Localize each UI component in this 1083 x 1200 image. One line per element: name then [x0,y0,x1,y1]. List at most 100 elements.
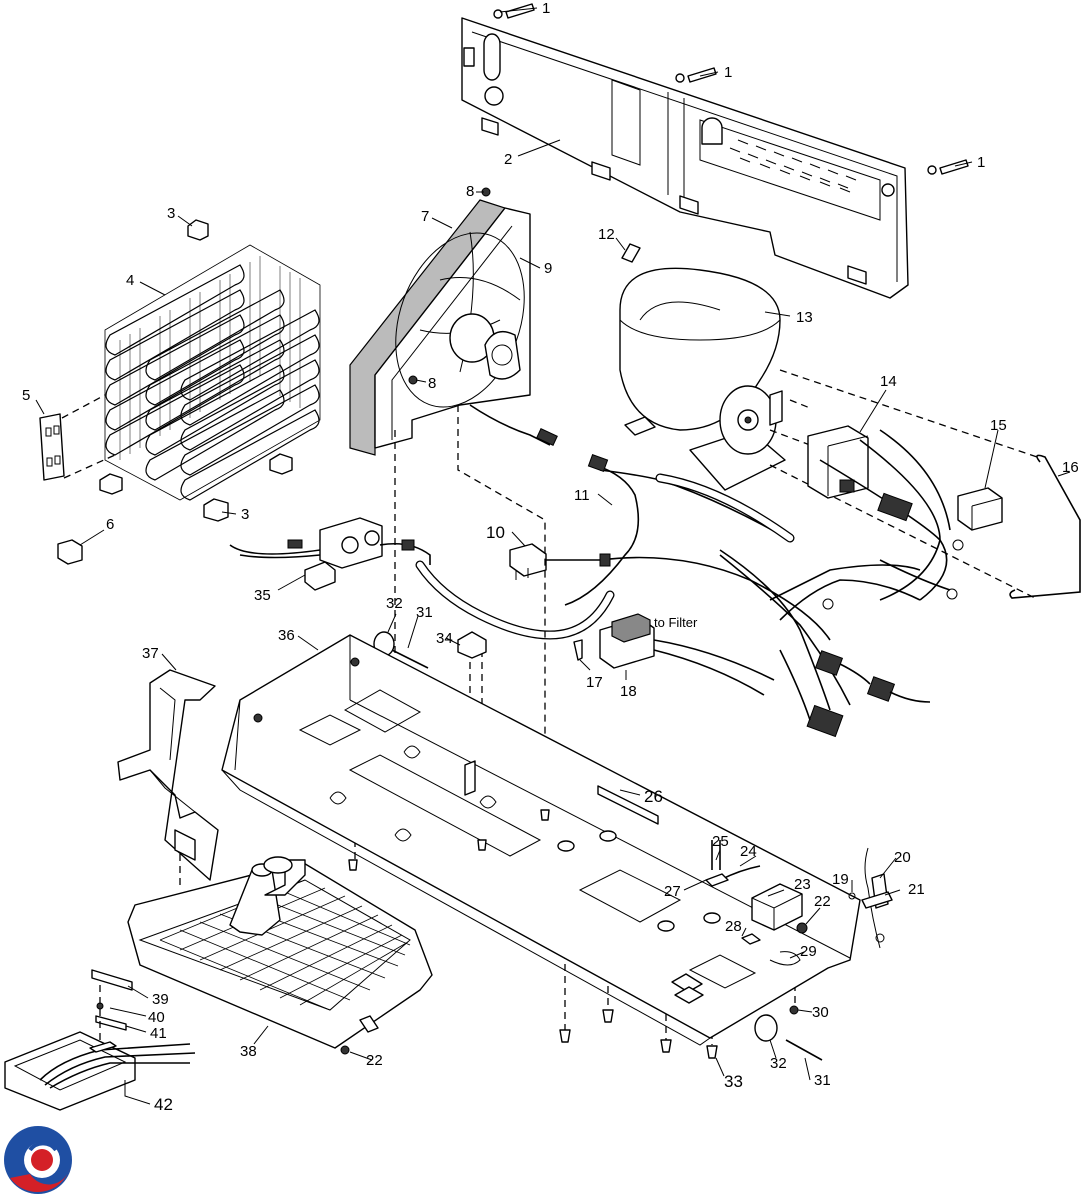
clip-5 [39,394,116,481]
power-cord-10 [509,543,611,580]
thermistor-19-20-21 [848,847,893,949]
callout-16: 16 [1062,459,1079,476]
callout-8: 8 [466,183,474,200]
drain-pan-38 [127,856,433,1049]
callout-7: 7 [421,208,429,225]
callout-40: 40 [148,1009,165,1026]
bracket-3b [203,498,229,522]
filter-module-18 [599,613,775,696]
callout-12: 12 [598,226,615,243]
callout-3: 3 [241,506,249,523]
bumper-6 [57,539,83,565]
bracket-3d [269,453,293,475]
callout-22: 22 [814,893,831,910]
callout-29: 29 [800,943,817,960]
screw-1a [493,3,535,19]
callout-20: 20 [894,849,911,866]
screw-30 [789,1005,799,1015]
base-pan-36 [221,634,861,1046]
terminal-box-42 [4,1031,196,1111]
callout-34: 34 [436,630,453,647]
callout-37: 37 [142,645,159,662]
guide-line [789,399,811,409]
callout-2: 2 [504,151,512,168]
to-filter-note: to Filter [654,615,698,630]
screw-8b [408,375,418,385]
fan-shroud [349,199,531,456]
clip-28 [741,933,761,945]
callout-35: 35 [254,587,271,604]
screw-1c [927,159,969,175]
drain-duct-37 [117,669,219,881]
overload-15 [957,487,1003,531]
compressor [619,267,786,491]
bracket-34 [457,631,487,659]
clip-12 [621,243,641,263]
callout-26: 26 [644,787,663,806]
guide-line [779,369,1041,459]
callout-36: 36 [278,627,295,644]
callout-31: 31 [814,1072,831,1089]
grommet [557,830,721,932]
callout-17: 17 [586,674,603,691]
callout-8: 8 [428,375,436,392]
wire-29 [769,951,801,966]
callout-33: 33 [724,1072,743,1091]
back-panel [461,17,909,299]
callout-9: 9 [544,260,552,277]
callout-39: 39 [152,991,169,1008]
callout-10: 10 [486,523,505,542]
plate-41 [95,1015,127,1031]
rod-16 [1009,454,1081,599]
tube-24-25 [705,840,761,887]
callout-30: 30 [812,1004,829,1021]
wiring-harness [564,429,964,738]
callout-23: 23 [794,876,811,893]
callout-19: 19 [832,871,849,888]
callout-15: 15 [990,417,1007,434]
callout-25: 25 [712,833,729,850]
callout-11: 11 [574,487,590,504]
control-box-23 [751,883,803,931]
guide-line [769,429,811,446]
callout-27: 27 [664,883,681,900]
sensor-32-31-bottom [754,1014,823,1061]
screws-33 [348,809,718,1059]
callout-1: 1 [977,154,985,171]
callout-22: 22 [366,1052,383,1069]
bracket-3a [187,219,209,241]
callout-31: 31 [416,604,433,621]
callout-21: 21 [908,881,925,898]
fan-wire [469,404,551,446]
callout-5: 5 [22,387,30,404]
callout-42: 42 [154,1095,173,1114]
callout-32: 32 [386,595,403,612]
callout-3: 3 [167,205,175,222]
relay-14 [807,425,869,499]
callout-1: 1 [724,64,732,81]
screw-17 [573,639,583,661]
callout-6: 6 [106,516,114,533]
callout-1: 1 [542,0,550,17]
callout-13: 13 [796,309,813,326]
clip-22 [796,922,808,934]
callout-14: 14 [880,373,897,390]
brand-logo-icon [4,1126,72,1194]
callout-labels: 1 1 1 2 3 3 4 5 6 7 8 8 9 10 11 12 13 14… [22,0,1079,1114]
callout-41: 41 [150,1025,167,1042]
condenser-coil [104,244,321,501]
callout-18: 18 [620,683,637,700]
callout-32: 32 [770,1055,787,1072]
fan-connector [536,428,558,446]
callout-28: 28 [725,918,742,935]
screw-22 [340,1045,350,1055]
callout-4: 4 [126,272,134,289]
callout-38: 38 [240,1043,257,1060]
callout-24: 24 [740,843,757,860]
water-valve-35 [229,517,431,591]
bracket-3c [99,473,123,495]
leader-lines [35,7,1071,1105]
bracket-39 [91,969,133,991]
screw-1b [675,67,717,83]
